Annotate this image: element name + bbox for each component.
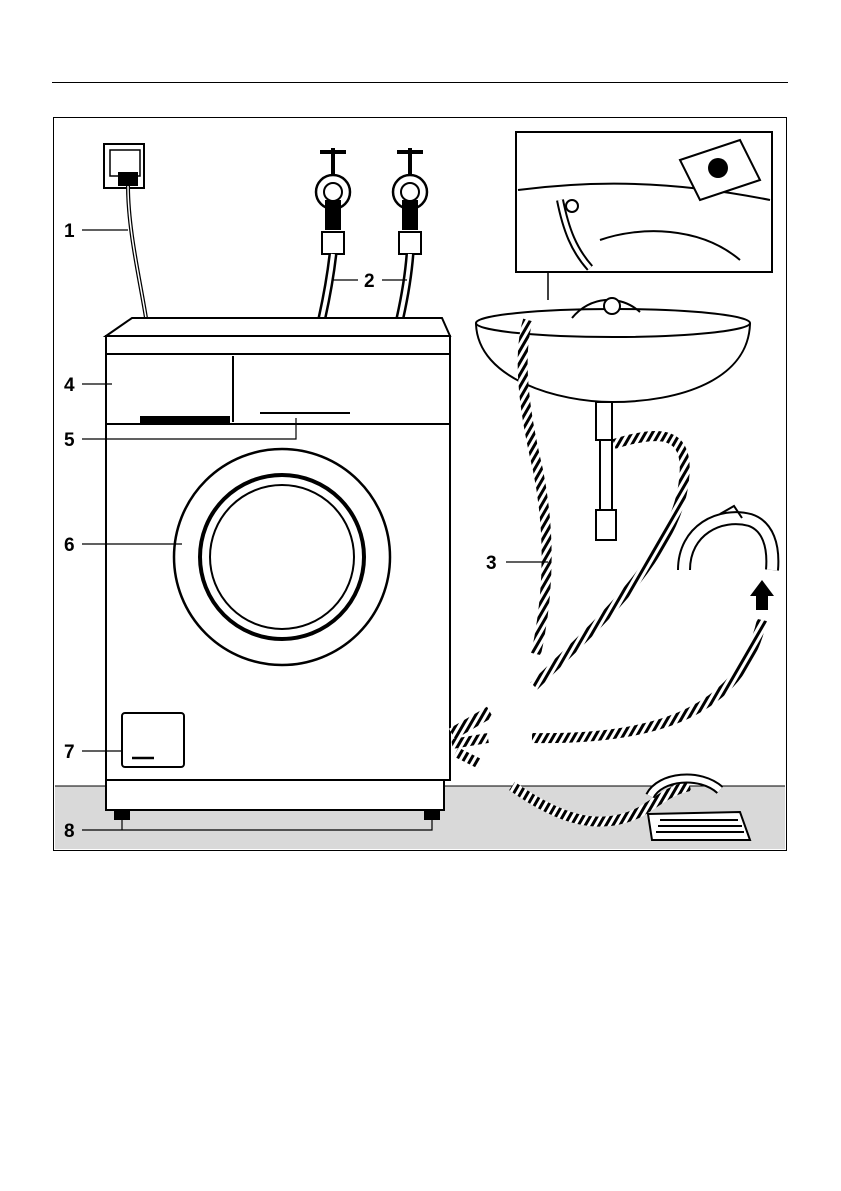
callout-5: 5 xyxy=(64,430,75,451)
callout-2: 2 xyxy=(364,271,375,292)
hose-end-1 xyxy=(452,712,490,734)
washing-machine xyxy=(106,318,450,820)
drain-hose-coil xyxy=(532,620,762,738)
water-tap-left xyxy=(316,148,350,254)
callout-7: 7 xyxy=(64,742,75,763)
inset-detail xyxy=(516,132,772,272)
callout-8: 8 xyxy=(64,821,75,842)
hose-end-3 xyxy=(456,752,480,764)
wall-socket xyxy=(104,144,144,188)
up-arrow xyxy=(750,580,774,610)
water-tap-right xyxy=(393,148,427,254)
callout-4: 4 xyxy=(64,375,75,396)
callout-3: 3 xyxy=(486,553,497,574)
callout-1: 1 xyxy=(64,221,75,242)
callout-6: 6 xyxy=(64,535,75,556)
hose-end-2 xyxy=(452,738,488,744)
wash-basin xyxy=(476,298,750,540)
